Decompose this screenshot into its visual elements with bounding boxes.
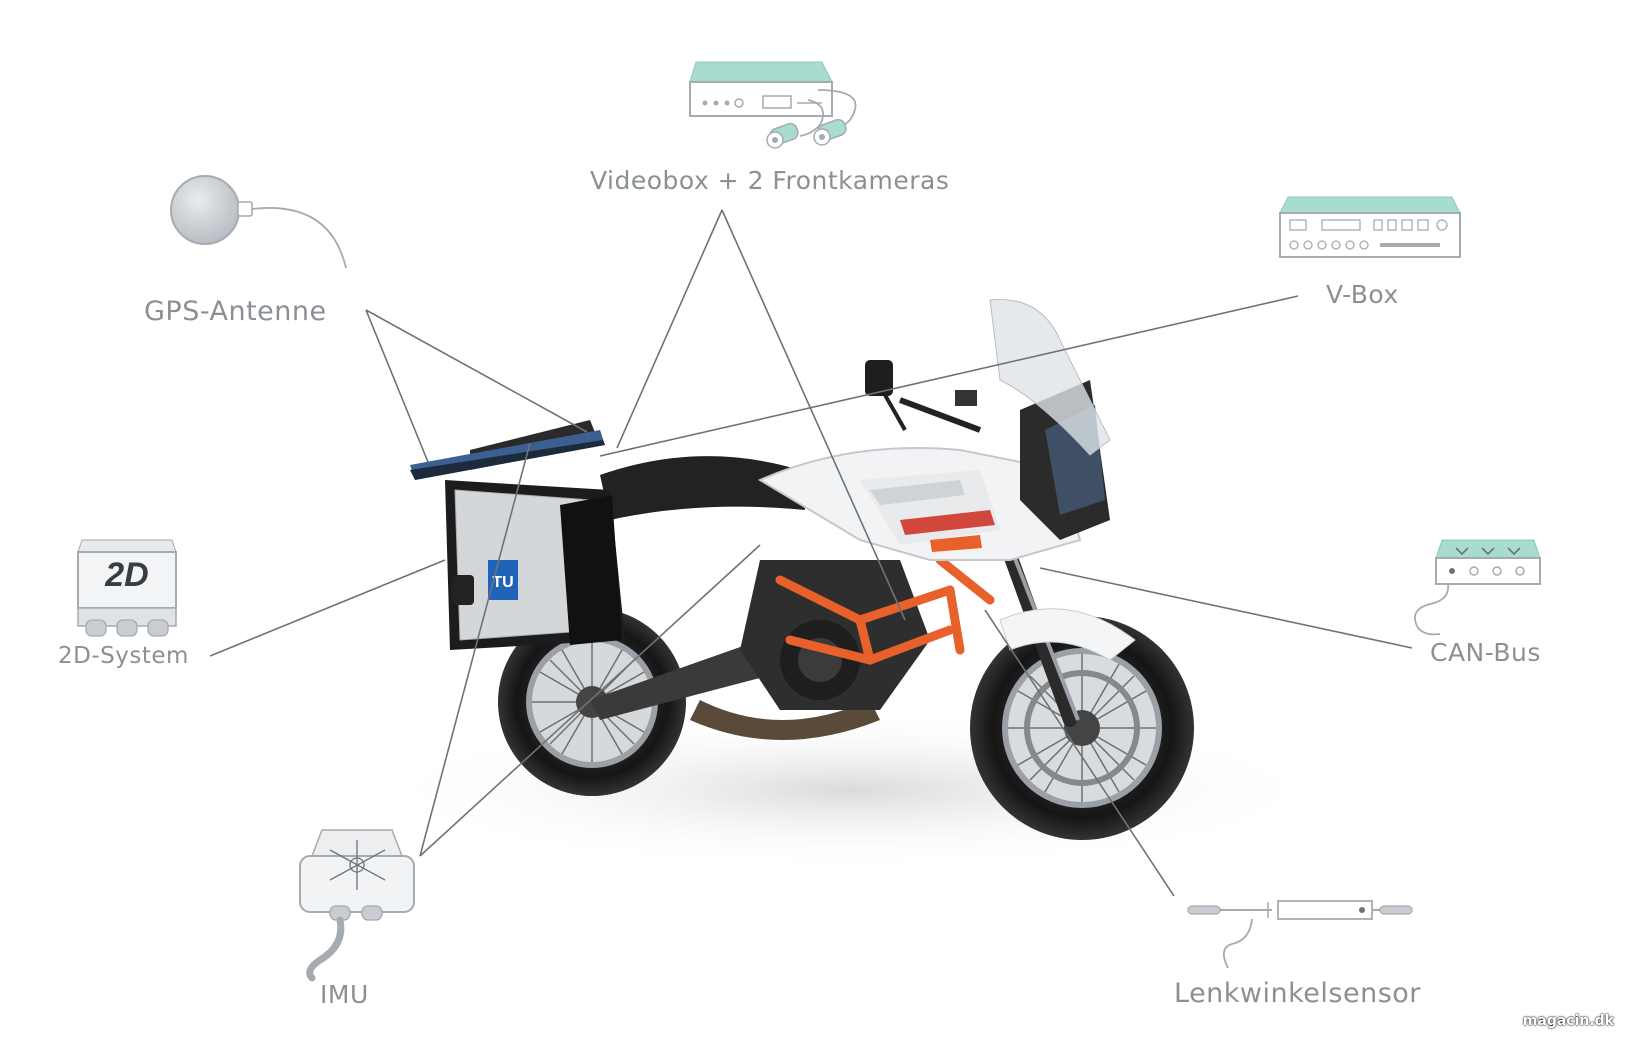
camera-icon <box>813 118 847 146</box>
v-box-icon <box>1279 196 1461 258</box>
label-imu: IMU <box>320 980 369 1009</box>
lenkwinkelsensor-icon <box>1187 900 1413 969</box>
label-videobox: Videobox + 2 Frontkameras <box>590 166 950 195</box>
leader-lines <box>209 209 1413 897</box>
motorcycle: TU <box>410 299 1194 840</box>
tu-badge: TU <box>492 574 513 591</box>
videobox-icon <box>689 61 857 149</box>
2d-badge: 2D <box>104 556 148 594</box>
can-bus-icon <box>1414 539 1541 636</box>
label-lenkwinkelsensor: Lenkwinkelsensor <box>1174 978 1421 1009</box>
front-wheel <box>970 616 1194 840</box>
label-gps-antenne: GPS-Antenne <box>144 296 327 327</box>
label-2d-system: 2D-System <box>58 643 189 669</box>
left-pannier: TU <box>445 480 625 650</box>
watermark: magacin.dk <box>1522 1013 1614 1029</box>
gps-antenna-icon <box>170 175 347 269</box>
camera-icon <box>766 122 799 149</box>
2d-system-icon: 2D <box>77 539 177 637</box>
label-can-bus: CAN-Bus <box>1430 638 1541 667</box>
imu-icon <box>299 829 415 982</box>
label-v-box: V-Box <box>1326 280 1399 309</box>
